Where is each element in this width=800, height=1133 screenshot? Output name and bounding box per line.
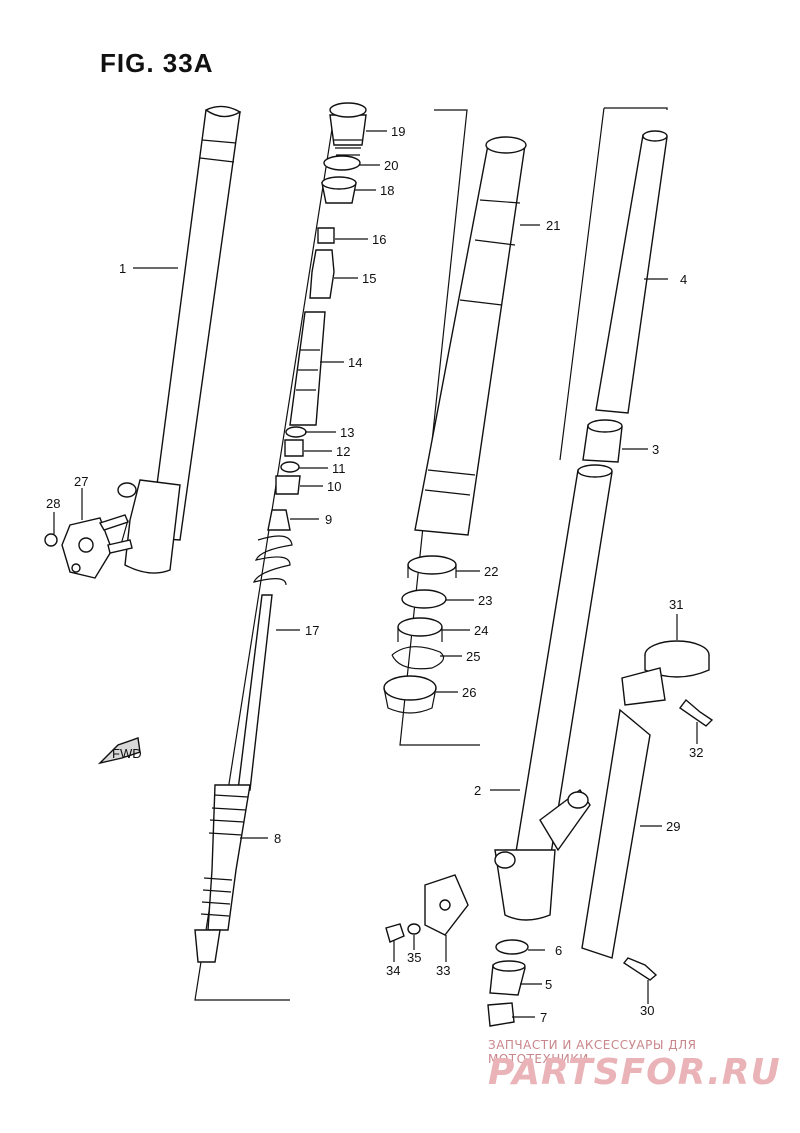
bracket-outer-tube-group [604,107,668,110]
part-number-labels: 1 2 3 4 5 6 7 8 9 10 11 12 13 14 15 16 1… [46,124,703,1025]
part-30-bolt [622,957,658,981]
label-part-9: 9 [325,512,332,527]
label-part-14: 14 [348,355,362,370]
part-7-cap [487,1002,515,1027]
part-6-washer [495,939,529,955]
part-22-bushing [407,555,457,578]
part-23-washer [401,589,447,609]
label-part-22: 22 [484,564,498,579]
fwd-arrow-icon: FWD [97,737,142,765]
label-part-7: 7 [540,1010,547,1025]
label-part-27: 27 [74,474,88,489]
part-10-nut [275,475,301,495]
label-part-8: 8 [274,831,281,846]
part-31-clamp [621,640,710,706]
part-33-bracket [424,874,469,936]
label-part-19: 19 [391,124,405,139]
label-part-25: 25 [466,649,480,664]
part-29-fork-guard [581,708,651,959]
part-34-bolt [385,923,405,943]
part-28-bolt [44,533,58,547]
part-9-spring [253,509,293,586]
part-26-dust-seal [383,675,437,714]
label-part-17: 17 [305,623,319,638]
label-part-2: 2 [474,783,481,798]
leader-lines [53,130,698,1018]
watermark-caption: ЗАПЧАСТИ И АКСЕССУАРЫ ДЛЯ МОТОТЕХНИКИ [488,1038,697,1066]
part-24-oil-seal [397,617,443,642]
part-14-rod-guide [289,311,326,426]
label-part-20: 20 [384,158,398,173]
label-part-10: 10 [327,479,341,494]
label-part-13: 13 [340,425,354,440]
label-part-3: 3 [652,442,659,457]
label-part-30: 30 [640,1003,654,1018]
part-12-nut [284,439,304,457]
label-part-6: 6 [555,943,562,958]
part-21-inner-tube [414,136,527,536]
label-part-35: 35 [407,950,421,965]
part-8-cartridge [194,784,251,963]
part-25-stopper-ring [391,646,445,670]
bracket-damper-group [194,109,336,1001]
label-part-21: 21 [546,218,560,233]
part-19-cap-bolt [329,102,367,156]
part-16-nut [317,227,335,244]
part-4-outer-tube [595,130,668,414]
part-13-washer [285,426,307,438]
figure-title: FIG. 33A [100,48,214,78]
part-20-o-ring [323,155,361,171]
label-part-29: 29 [666,819,680,834]
label-part-11: 11 [332,461,346,476]
part-17-damper-rod [237,594,273,791]
label-part-18: 18 [380,183,394,198]
watermark-logo: PARTSFOR.RU [488,1052,781,1093]
part-3-guide-ring [582,419,623,463]
label-part-26: 26 [462,685,476,700]
fwd-label: FWD [112,746,142,761]
part-1-outer-tube [117,105,242,574]
label-part-24: 24 [474,623,488,638]
label-part-1: 1 [119,261,126,276]
label-part-15: 15 [362,271,376,286]
part-18-spacer [321,176,357,204]
label-part-5: 5 [545,977,552,992]
part-2-outer-tube [494,464,613,921]
part-11-ring [280,461,300,473]
label-part-16: 16 [372,232,386,247]
label-part-12: 12 [336,444,350,459]
part-35-washer [407,923,421,935]
bracket-inner-tube-group [399,109,480,746]
label-part-34: 34 [386,963,400,978]
label-part-33: 33 [436,963,450,978]
label-part-32: 32 [689,745,703,760]
label-part-28: 28 [46,496,60,511]
part-5-bolt [489,960,526,996]
label-part-31: 31 [669,597,683,612]
part-27-axle-holder [61,514,133,579]
label-part-4: 4 [680,272,687,287]
part-32-bolt [679,698,714,727]
label-part-23: 23 [478,593,492,608]
part-15-adjuster [309,249,335,299]
